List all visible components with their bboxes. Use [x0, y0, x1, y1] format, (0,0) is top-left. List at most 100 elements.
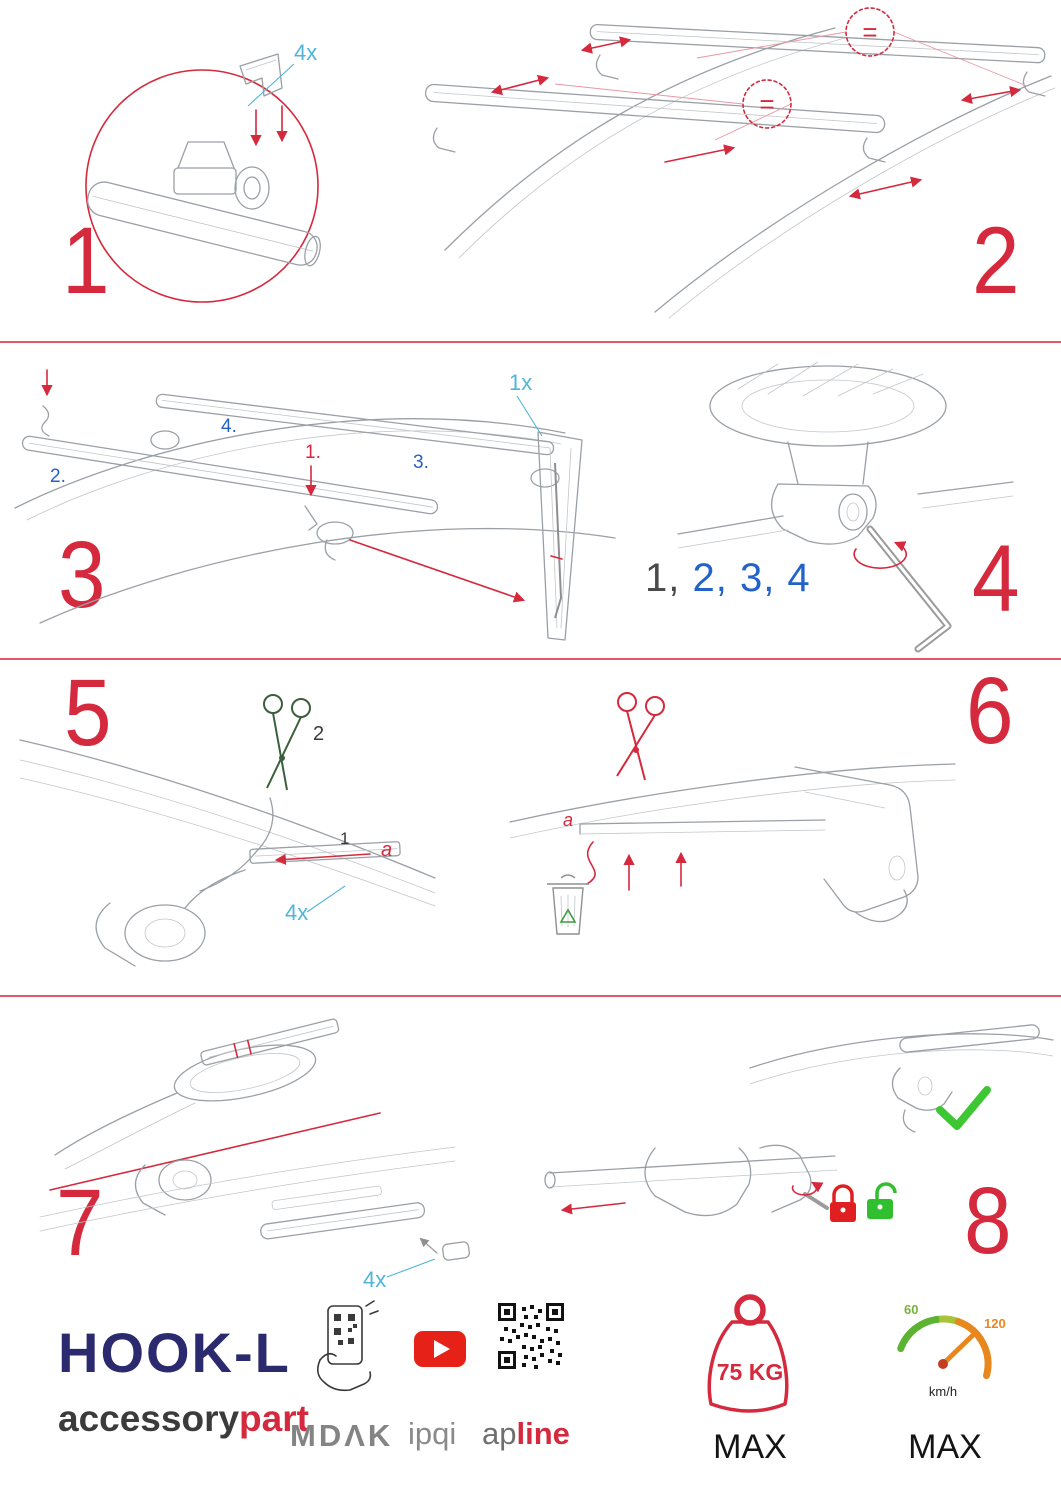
allen-key-icon — [554, 462, 563, 619]
step-7-qty-label: 4x — [363, 1267, 386, 1292]
youtube-icon — [414, 1331, 466, 1367]
step-2-number: 2 — [972, 208, 1020, 314]
equal-dashed-circle-icon — [845, 7, 895, 57]
clamp-drawing — [771, 483, 877, 545]
insert-arrow — [274, 853, 371, 866]
step-5-cut-label: 2 — [313, 723, 324, 745]
padlock-unlocked-icon — [867, 1182, 897, 1219]
bar-clamps-drawing — [150, 430, 560, 561]
recycle-icon — [559, 908, 577, 923]
slide-arrow — [560, 1202, 626, 1215]
guide-line — [49, 1112, 381, 1191]
scissors-green-icon — [263, 694, 311, 791]
logo-ipqi: ipqi — [408, 1416, 457, 1451]
step-6-illustration: a — [509, 692, 956, 935]
step-3-illustration: 2. 4. 3. 1. 1x — [14, 369, 616, 641]
step-1-number: 1 — [62, 208, 110, 314]
rail-bar-drawing — [677, 481, 1014, 549]
logo-apline: apline — [482, 1416, 570, 1452]
weight-max-label: MAX — [713, 1428, 787, 1466]
speedometer-icon: 60 120 km/h — [897, 1302, 1006, 1399]
padlock-locked-icon — [830, 1184, 856, 1222]
section-divider-1 — [0, 341, 1061, 343]
step-8-number: 8 — [964, 1168, 1012, 1274]
front-crossbar-drawing — [424, 83, 886, 134]
step-5-number: 5 — [64, 660, 112, 766]
step-1-illustration: 4x — [85, 40, 321, 303]
trash-bin-icon — [547, 874, 589, 935]
step-3-mark-4: 4. — [221, 416, 237, 437]
strap-curl-drawing — [41, 405, 50, 437]
section-divider-3 — [0, 995, 1061, 997]
bar-underside-drawing — [709, 361, 947, 485]
sequence-first: 1, — [645, 556, 681, 600]
strap-drawing — [199, 797, 274, 892]
weight-icon: 75 KG — [707, 1294, 789, 1413]
weight-value: 75 KG — [717, 1359, 783, 1385]
profile-strip-drawing — [249, 841, 401, 864]
store-key-pointer — [349, 539, 526, 603]
qty-leader-line — [247, 63, 295, 107]
step-5-insert-label: 1 — [340, 829, 349, 848]
magnifier-circle-icon — [85, 69, 319, 303]
allen-key-highlight — [868, 527, 950, 651]
crossbar-drawing — [87, 181, 321, 267]
qty-leader-line — [306, 885, 346, 913]
allen-key-icon — [866, 525, 952, 653]
adjust-arrows — [490, 36, 1022, 200]
step-4-illustration — [677, 361, 1014, 653]
scissors-red-icon — [616, 692, 665, 781]
rotation-arrow-icon — [853, 541, 907, 569]
locking-clamp-drawing — [544, 1144, 838, 1217]
cover-strip-drawing — [200, 1018, 340, 1066]
product-name: HOOK-L — [58, 1321, 291, 1384]
gauge-needle — [940, 1333, 975, 1367]
speed-max-label: MAX — [908, 1428, 982, 1466]
equal-sign-2: = — [759, 89, 774, 119]
sequence-rest: 2, 3, 4 — [680, 556, 811, 600]
section-divider-2 — [0, 658, 1061, 660]
qty-leader-line — [516, 395, 543, 437]
step-5-qty-label: 4x — [285, 900, 308, 925]
rear-crossbar-drawing — [589, 23, 1046, 64]
brand-prefix: accessory — [58, 1398, 240, 1439]
brand-suffix: part — [239, 1398, 309, 1439]
step-4-number: 4 — [972, 526, 1020, 632]
hand-scanning-phone-icon — [316, 1300, 379, 1392]
lower-crossbar-drawing — [21, 435, 439, 515]
storage-tube-drawing — [537, 431, 583, 641]
roof-rails-drawing — [444, 27, 1056, 319]
step-6-number: 6 — [966, 658, 1014, 764]
clamp-foot-drawing — [95, 869, 246, 967]
step-3-mark-2: 2. — [50, 466, 66, 487]
upper-crossbar-drawing — [155, 393, 555, 456]
bar-top-slot-drawing — [54, 1044, 317, 1170]
step-1-qty-label: 4x — [294, 40, 317, 65]
qty-leader-line — [386, 1258, 436, 1278]
gauge-hub — [938, 1359, 948, 1369]
speed-unit-label: km/h — [929, 1384, 957, 1399]
step-3-number: 3 — [58, 522, 106, 628]
measurement-lines — [554, 31, 1028, 141]
check-icon — [936, 1086, 991, 1130]
step-5-illustration: 2 1 a 4x — [19, 694, 436, 967]
clamp-tower-drawing — [173, 141, 270, 210]
logo-apline-suffix: line — [516, 1416, 570, 1451]
strap-drawing — [579, 819, 826, 835]
equal-sign-1: = — [862, 17, 877, 47]
brand-wordmark: accessorypart — [58, 1398, 309, 1440]
step-3-mark-1: 1. — [305, 442, 321, 463]
logo-mdak: MDΛK — [290, 1418, 394, 1453]
key-drawing — [803, 1192, 829, 1210]
speed-low-label: 60 — [904, 1302, 918, 1317]
allen-key-icon — [304, 505, 318, 531]
end-cap-assembly-drawing — [260, 1185, 470, 1261]
speed-high-label: 120 — [984, 1316, 1006, 1331]
step-8-illustration — [544, 1024, 1054, 1222]
roof-edge-drawing — [509, 763, 956, 839]
logo-apline-prefix: ap — [482, 1416, 517, 1451]
bracket-part-drawing — [239, 53, 283, 97]
step-2-illustration: = = — [424, 7, 1056, 319]
step-3-qty-label: 1x — [509, 370, 532, 395]
